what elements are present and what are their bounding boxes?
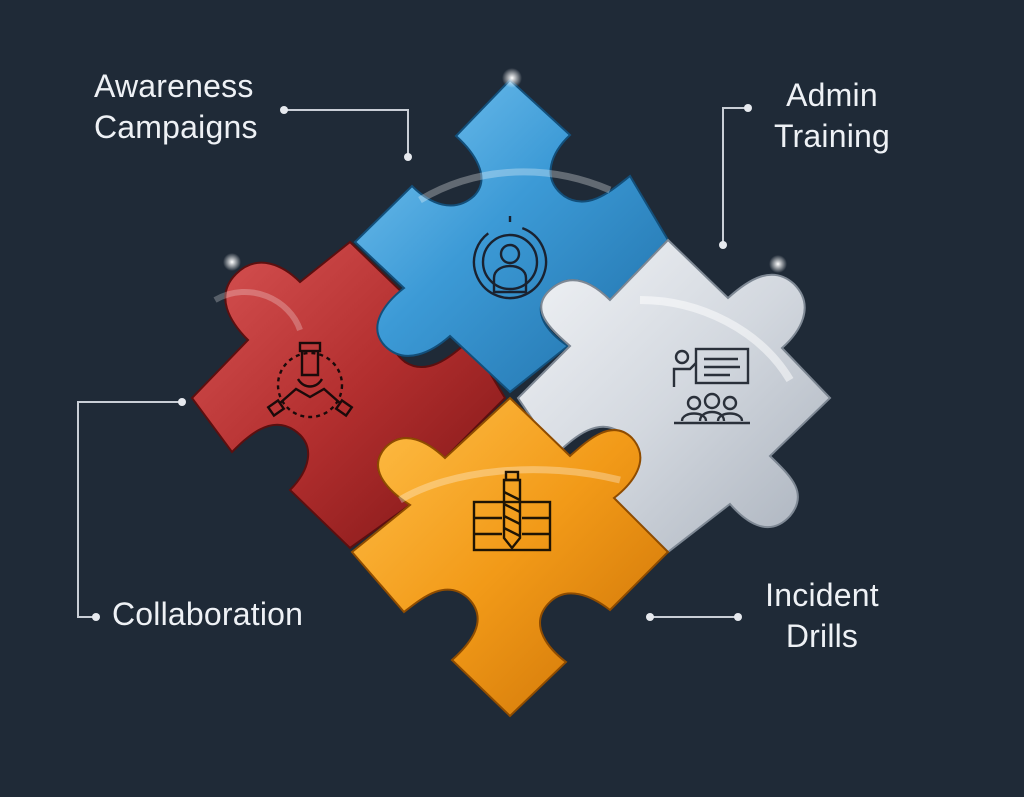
label-incident-drills: Incident Drills (760, 575, 884, 657)
connector-awareness (284, 109, 409, 157)
sparkles (223, 68, 787, 273)
label-incident-line2: Drills (785, 618, 859, 654)
connector-dots (92, 104, 752, 621)
handshake-icon (266, 341, 354, 419)
presentation-icon (672, 347, 750, 425)
label-collaboration: Collaboration (112, 594, 303, 635)
label-admin-line1: Admin (786, 77, 878, 113)
connector-admin (722, 107, 748, 245)
drill-icon (472, 470, 552, 552)
connector-collaboration (77, 401, 182, 618)
label-admin-line2: Training (773, 118, 891, 154)
puzzle-piece-orange (350, 396, 670, 718)
label-admin-training: Admin Training (768, 75, 896, 157)
label-awareness-campaigns: Awareness Campaigns (94, 66, 258, 148)
puzzle-piece-silver (516, 238, 832, 554)
label-awareness-line2: Campaigns (94, 109, 258, 145)
user-target-icon (472, 216, 548, 300)
puzzle-piece-red (190, 240, 507, 550)
connector-lines (77, 107, 748, 618)
label-collaboration-line1: Collaboration (112, 596, 304, 632)
label-awareness-line1: Awareness (94, 68, 254, 104)
label-incident-line1: Incident (765, 577, 879, 613)
